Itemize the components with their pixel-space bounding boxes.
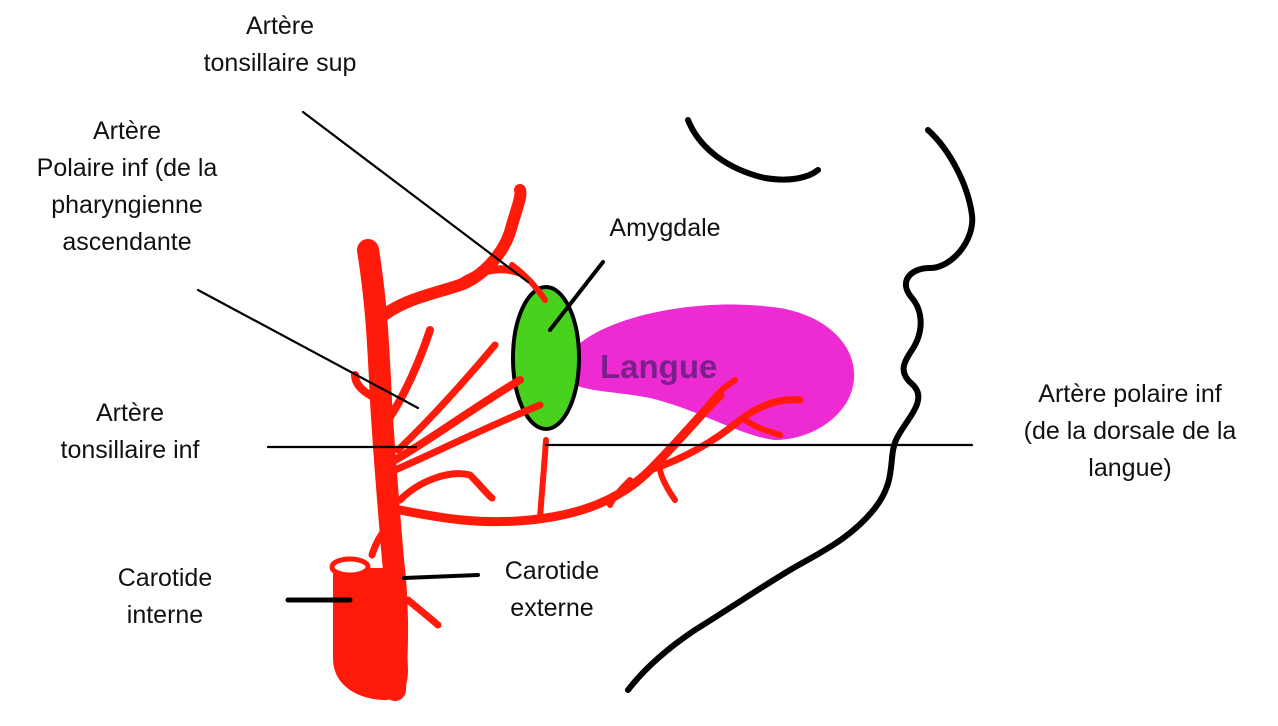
carotid-interne-lumen (332, 559, 368, 575)
label-polaire-inf-pharyngienne: Artère Polaire inf (de la pharyngienne a… (0, 113, 254, 261)
label-tonsillaire-inf: Artère tonsillaire inf (20, 395, 240, 469)
upper-branch-2 (460, 269, 518, 283)
polaire-inf-branch (388, 330, 430, 420)
callout-tonsillaire-sup (303, 112, 528, 282)
dorsal-branch (540, 440, 546, 518)
upper-branch (378, 190, 521, 320)
label-carotide-interne: Carotide interne (90, 560, 240, 634)
label-carotide-externe: Carotide externe (482, 553, 622, 627)
label-polaire-inf-dorsale: Artère polaire inf (de la dorsale de la … (985, 376, 1275, 487)
label-tonsillaire-sup: Artère tonsillaire sup (165, 8, 395, 82)
lingual-branch-5 (660, 470, 675, 500)
callout-carotide-externe (404, 575, 478, 578)
label-amygdale: Amygdale (585, 210, 745, 247)
lower-branch (400, 474, 492, 500)
lower-right-branch (408, 600, 438, 625)
label-langue: Langue (600, 348, 717, 386)
eyebrow-curve (688, 120, 818, 180)
